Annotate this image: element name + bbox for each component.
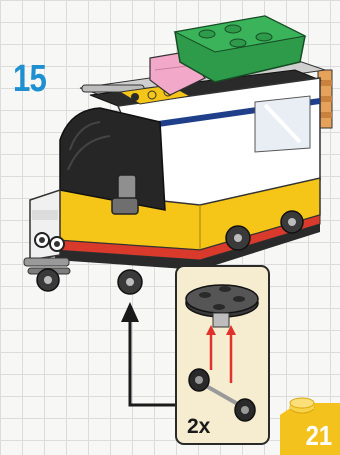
parts-callout: 2x — [175, 265, 270, 445]
part-quantity: 2x — [187, 415, 210, 439]
page-badge: 21 — [280, 395, 340, 455]
page-number: 21 — [306, 420, 332, 452]
